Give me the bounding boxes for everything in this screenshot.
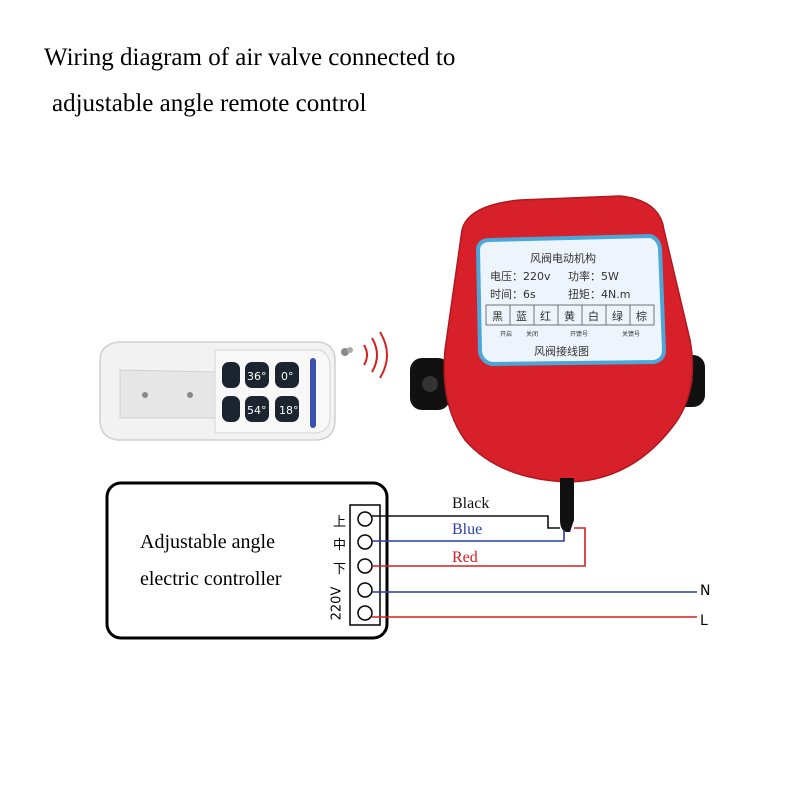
remote-key[interactable]: [245, 396, 269, 422]
plate-sub-open-feedback: 开馈号: [570, 330, 588, 338]
plate-power: 功率：5W: [568, 269, 619, 283]
remote-control: 36° 0° 54° 18°: [99, 341, 353, 441]
wire-black: [372, 515, 560, 529]
plate-sub-close: 关闭: [526, 330, 538, 338]
wire-blue: [372, 530, 565, 542]
terminal-screw-icon: [357, 558, 373, 574]
plate-sub-close-feedback: 关馈号: [622, 330, 640, 338]
signal-waves-icon: [363, 331, 388, 379]
wire-label-red: Red: [452, 549, 478, 566]
plate-color-red: 红: [540, 310, 551, 323]
plate-color-brown: 棕: [636, 309, 647, 323]
controller-box: [105, 481, 389, 640]
remote-key-label: 18°: [279, 404, 299, 417]
wire-label-blue: Blue: [452, 521, 483, 538]
plate-voltage: 电压：220v: [490, 270, 551, 283]
remote-key-label: 54°: [247, 404, 267, 417]
remote-screw-icon: [187, 392, 193, 398]
plate-sub-open: 开启: [500, 330, 512, 338]
terminal-screw-icon: [357, 534, 373, 550]
terminal-screws: [357, 511, 373, 621]
diagram-title-line1: Wiring diagram of air valve connected to: [44, 44, 456, 71]
plate-time: 时间：6s: [490, 288, 536, 301]
wire-label-black: Black: [452, 495, 490, 512]
terminal-label-220v: 220V: [329, 586, 345, 621]
terminal-label-up: 上: [333, 515, 347, 530]
plate-color-yellow: 黄: [564, 309, 575, 323]
plate-color-blue: 蓝: [516, 310, 527, 323]
controller-label-line1: Adjustable angle: [140, 531, 275, 553]
terminal-label-middle: 中: [333, 538, 347, 553]
remote-key[interactable]: [275, 362, 299, 388]
remote-key-label: 36°: [247, 370, 267, 383]
diagram-title-line2: adjustable angle remote control: [52, 90, 367, 117]
wire-red: [372, 527, 586, 567]
plate-footer: 风阀接线图: [534, 344, 589, 358]
plate-color-black: 黑: [492, 310, 503, 323]
terminal-screw-icon: [357, 605, 373, 621]
valve-actuator: 风阀电动机构 电压：220v 功率：5W 时间：6s 扭矩：4N.m 黑 蓝 红…: [410, 195, 705, 532]
terminal-label-down: 下: [333, 562, 347, 577]
wire-label-l: L: [700, 613, 708, 629]
plate-torque: 扭矩：4N.m: [568, 287, 630, 301]
terminal-screw-icon: [357, 582, 373, 598]
plate-color-green: 绿: [612, 309, 623, 323]
remote-key-label: 0°: [281, 370, 294, 383]
remote-screw-icon: [142, 392, 148, 398]
plate-color-white: 白: [588, 309, 599, 323]
remote-key[interactable]: [275, 396, 299, 422]
wire-label-n: N: [700, 583, 711, 599]
remote-key[interactable]: [245, 362, 269, 388]
plate-title: 风阀电动机构: [530, 251, 596, 265]
controller-label-line2: electric controller: [140, 568, 282, 590]
terminal-screw-icon: [357, 511, 373, 527]
